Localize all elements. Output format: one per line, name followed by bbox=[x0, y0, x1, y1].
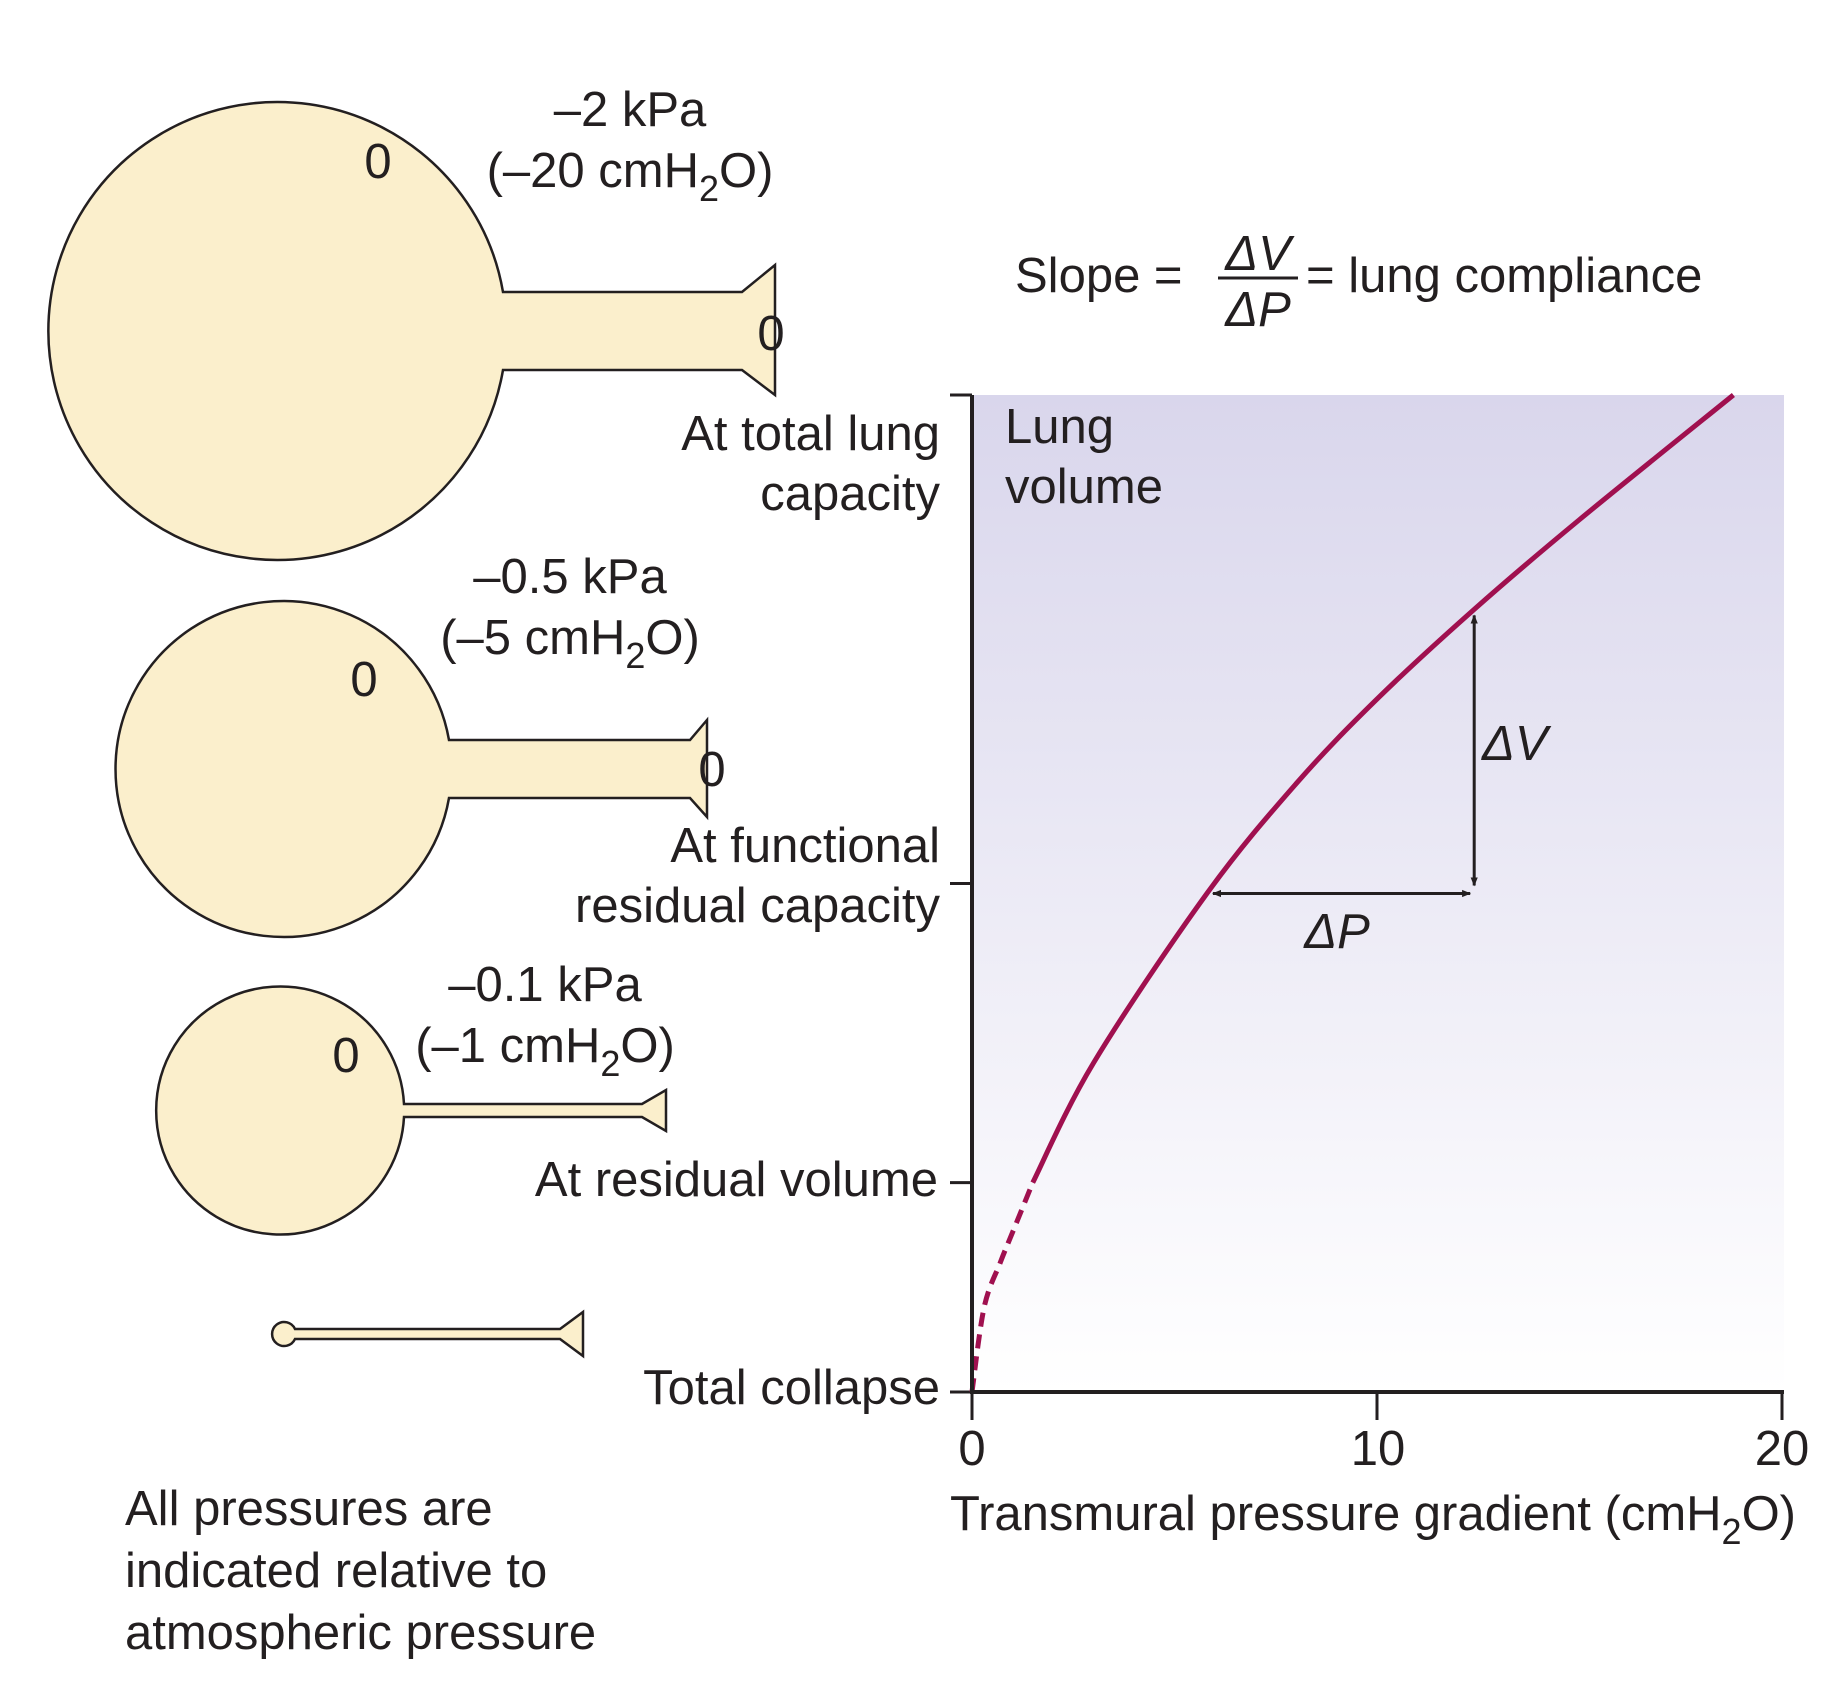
label-residual-volume: At residual volume bbox=[535, 1153, 938, 1207]
y-axis-label-line1: Lung bbox=[1005, 400, 1114, 454]
footnote-line1: All pressures are bbox=[125, 1482, 493, 1536]
pressure-kpa: –2 kPa bbox=[554, 83, 707, 137]
x-tick-label-10: 10 bbox=[1351, 1422, 1406, 1476]
footnote-line2: indicated relative to bbox=[125, 1544, 547, 1598]
alveolar-zero: 0 bbox=[350, 653, 377, 707]
footnote-line3: atmospheric pressure bbox=[125, 1606, 596, 1660]
label-frc-line1: At functional bbox=[670, 819, 940, 873]
delta-v-label: ΔV bbox=[1481, 717, 1552, 771]
pressure-cmh2o: (–1 cmH2O) bbox=[415, 1019, 675, 1084]
x-tick-label-0: 0 bbox=[958, 1422, 985, 1476]
x-axis-label: Transmural pressure gradient (cmH2O) bbox=[950, 1487, 1796, 1552]
y-axis-label-line2: volume bbox=[1005, 460, 1163, 514]
formula-denominator: ΔP bbox=[1224, 283, 1291, 337]
balloon-total-lung-capacity: –2 kPa (–20 cmH2O) 0 0 bbox=[47, 83, 785, 562]
label-total-collapse: Total collapse bbox=[643, 1361, 940, 1415]
formula-numerator: ΔV bbox=[1224, 227, 1295, 281]
label-frc-line2: residual capacity bbox=[575, 879, 940, 933]
compliance-curve-solid bbox=[1030, 393, 1735, 1184]
alveolar-zero: 0 bbox=[364, 135, 391, 189]
compliance-chart: Lung volume 0 10 20 Transmural pressure … bbox=[950, 393, 1810, 1552]
alveolar-zero: 0 bbox=[332, 1029, 359, 1083]
balloon-shape bbox=[155, 985, 668, 1236]
slope-formula: Slope = ΔV ΔP = lung compliance bbox=[1015, 227, 1702, 337]
chart-marks bbox=[950, 393, 1784, 1420]
pressure-cmh2o: (–5 cmH2O) bbox=[440, 611, 700, 676]
mouth-zero: 0 bbox=[698, 743, 725, 797]
x-tick-label-20: 20 bbox=[1755, 1422, 1810, 1476]
formula-prefix: Slope = bbox=[1015, 249, 1183, 303]
formula-suffix: = lung compliance bbox=[1306, 249, 1702, 303]
compliance-curve-dashed bbox=[969, 1181, 1036, 1393]
mouth-zero: 0 bbox=[757, 307, 784, 361]
balloon-shape bbox=[114, 599, 709, 939]
balloon-shape bbox=[270, 1309, 585, 1359]
label-total-lung-capacity-line1: At total lung bbox=[681, 407, 940, 461]
pressure-kpa: –0.5 kPa bbox=[473, 550, 667, 604]
label-total-lung-capacity-line2: capacity bbox=[760, 467, 940, 521]
balloon-functional-residual-capacity: –0.5 kPa (–5 cmH2O) 0 0 bbox=[114, 550, 726, 939]
pressure-kpa: –0.1 kPa bbox=[448, 958, 642, 1012]
balloon-residual-volume: –0.1 kPa (–1 cmH2O) 0 bbox=[155, 958, 675, 1236]
balloon-total-collapse bbox=[270, 1309, 585, 1359]
delta-p-label: ΔP bbox=[1303, 905, 1370, 959]
pressure-cmh2o: (–20 cmH2O) bbox=[487, 144, 774, 209]
balloon-shape bbox=[47, 100, 777, 562]
